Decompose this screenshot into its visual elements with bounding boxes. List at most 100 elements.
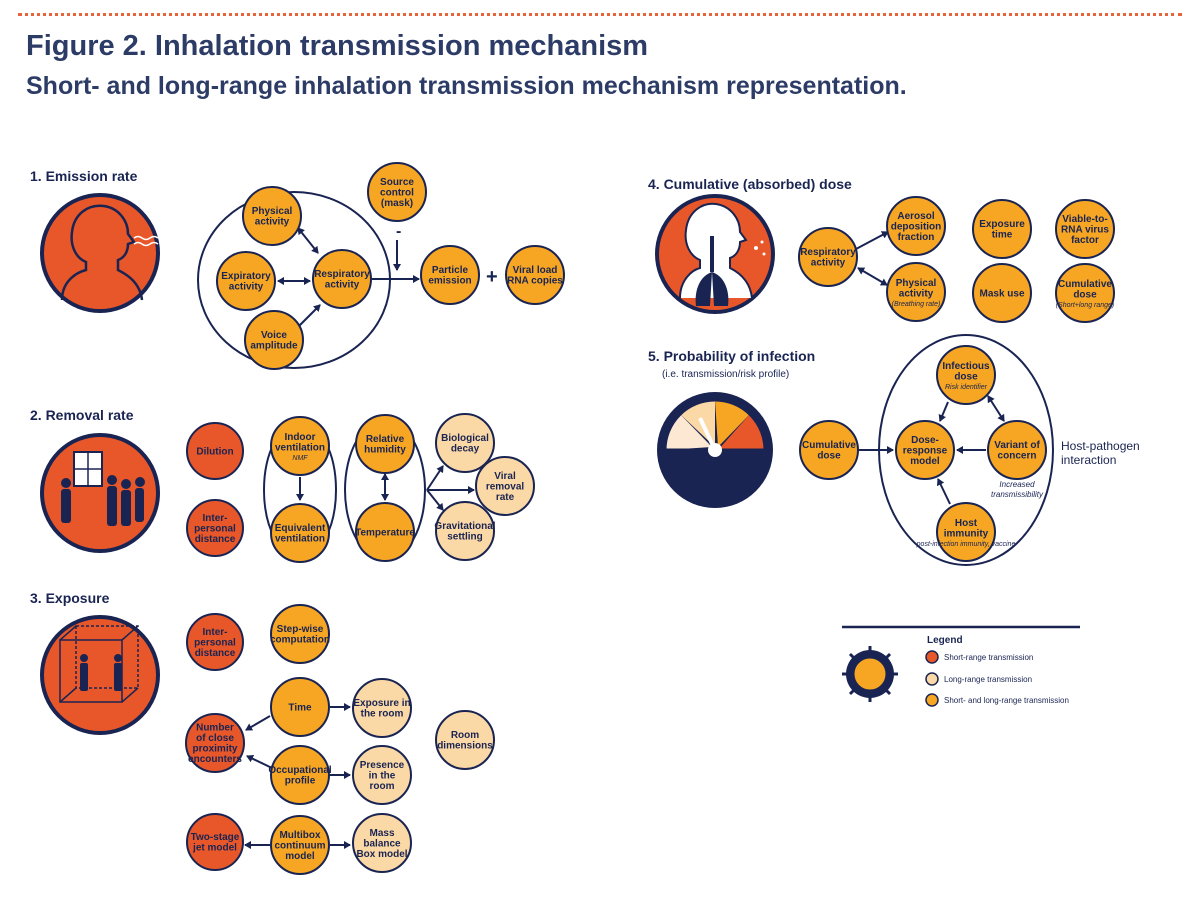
node-label: distance	[195, 648, 236, 659]
node-label: Indoor	[284, 432, 315, 443]
node-circle	[312, 249, 372, 309]
edge-to-biological	[426, 465, 444, 491]
node-label: in the	[369, 770, 396, 781]
node-label: Exposure	[979, 219, 1025, 230]
node-label: Respiratory	[800, 247, 856, 258]
node-sublabel: NMF	[292, 455, 308, 462]
node-label: control	[380, 187, 414, 198]
node-label: personal	[194, 523, 236, 534]
node-label: Step-wise	[277, 624, 324, 635]
node-label: Exposure in	[353, 698, 410, 709]
node-circle	[420, 245, 480, 305]
node-circle	[895, 420, 955, 480]
node-label: of close	[196, 733, 234, 744]
host-pathogen-label-1: Host-pathogen	[1061, 439, 1140, 453]
node-sublabel: (Short+long range)	[1056, 302, 1115, 309]
figure-title: Figure 2. Inhalation transmission mechan…	[26, 30, 649, 62]
edge-to-gravitational	[426, 489, 444, 511]
dotted-rule	[18, 13, 1182, 16]
node-label: Biological	[441, 433, 489, 444]
node-label: activity	[255, 217, 290, 228]
node-sublabel: (Breathing rate)	[892, 301, 941, 308]
node-circle	[799, 420, 859, 480]
node-label: room	[370, 781, 395, 792]
node-circle	[435, 501, 495, 561]
increased-label-2: transmissibility	[991, 490, 1044, 499]
node-circle	[1055, 199, 1115, 259]
node-label: Temperature	[355, 527, 415, 538]
figure-subtitle: Short- and long-range inhalation transmi…	[26, 72, 907, 100]
node-label: factor	[1071, 235, 1099, 246]
node-circle	[987, 420, 1047, 480]
legend: Legend Short-range transmission Long-ran…	[842, 625, 1080, 707]
node-circle	[936, 502, 996, 562]
node-label: Dilution	[196, 446, 233, 457]
node-circle	[435, 413, 495, 473]
node-circle	[936, 345, 996, 405]
node-label: activity	[899, 289, 934, 300]
node-label: Time	[288, 702, 312, 713]
node-label: Inter-	[203, 627, 228, 638]
node-label: rate	[496, 492, 515, 503]
node-circle	[270, 416, 330, 476]
node-label: deposition	[891, 221, 942, 232]
node-label: the room	[361, 709, 404, 720]
node-label: Infectious	[942, 361, 990, 372]
node-label: Respiratory	[314, 269, 370, 280]
node-label: Viral load	[513, 265, 558, 276]
node-label: Aerosol	[897, 211, 934, 222]
node-label: dose	[1073, 290, 1097, 301]
edge-occupational-proximity	[246, 754, 273, 769]
node-label: (mask)	[381, 198, 413, 209]
node-label: model	[910, 456, 940, 467]
minus-sign: -	[396, 223, 401, 240]
node-label: balance	[363, 838, 401, 849]
legend-swatch-both	[925, 693, 939, 707]
node-sublabel: Risk identifier	[945, 384, 988, 391]
node-label: dose	[954, 372, 978, 383]
risk-gauge-icon	[657, 392, 773, 508]
section-title-cumulative-dose: 4. Cumulative (absorbed) dose	[648, 176, 852, 192]
node-label: Presence	[360, 760, 405, 771]
node-label: RNA virus	[1061, 224, 1109, 235]
node-label: removal	[486, 481, 525, 492]
node-label: Two-stage	[191, 832, 240, 843]
node-circle	[367, 162, 427, 222]
node-label: Physical	[252, 206, 293, 217]
node-label: Room	[451, 730, 479, 741]
node-circle	[270, 745, 330, 805]
node-label: immunity	[944, 529, 989, 540]
node-label: Particle	[432, 265, 469, 276]
node-label: decay	[451, 444, 480, 455]
node-label: jet model	[192, 843, 237, 854]
node-circle	[355, 414, 415, 474]
edge-respiratory-aerosol	[855, 231, 889, 250]
node-label: activity	[229, 282, 264, 293]
node-time: Time	[270, 677, 330, 737]
node-label: profile	[285, 776, 316, 787]
node-circle	[186, 613, 244, 671]
node-dilution: Dilution	[186, 422, 244, 480]
node-label: Inter-	[203, 513, 228, 524]
node-label: proximity	[192, 744, 237, 755]
node-circle	[270, 604, 330, 664]
node-label: Mass	[369, 828, 394, 839]
section-title-probability-infection: 5. Probability of infection	[648, 348, 815, 364]
